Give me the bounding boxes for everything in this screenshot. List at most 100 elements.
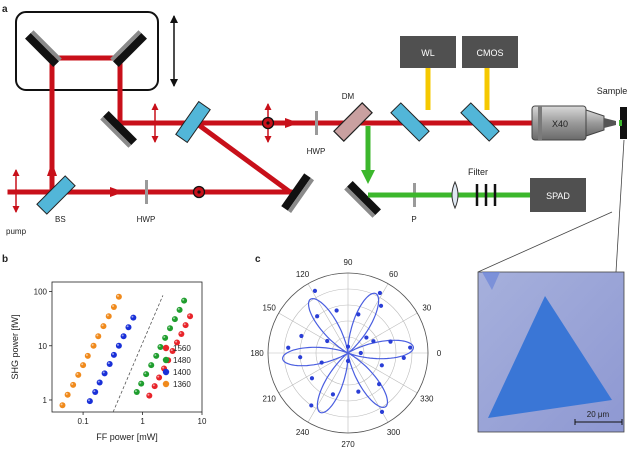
data-point (408, 345, 413, 350)
y-axis-label: SHG power [fW] (10, 314, 20, 379)
data-point-highlight (182, 298, 185, 301)
data-point-1480 (138, 380, 145, 387)
data-point-highlight (131, 315, 134, 318)
data-point-highlight (116, 294, 119, 297)
legend-marker-1360 (162, 380, 170, 388)
legend-label-1480: 1480 (173, 356, 191, 365)
data-point (401, 355, 406, 360)
wl-source-box (400, 36, 456, 68)
data-point-highlight (112, 305, 115, 308)
data-point-1360 (110, 303, 117, 310)
data-point (379, 363, 384, 368)
data-point-1360 (80, 362, 87, 369)
data-point (345, 344, 351, 349)
data-point (298, 355, 303, 360)
x-tick-label: 10 (198, 417, 207, 426)
zoom-line (615, 139, 625, 273)
wl-label: WL (421, 48, 435, 58)
data-point-highlight (179, 332, 182, 335)
data-point-highlight (107, 362, 110, 365)
legend-label-1400: 1400 (173, 368, 191, 377)
data-point-1400 (92, 389, 99, 396)
data-point-highlight (97, 380, 100, 383)
beam-splitter-icon (460, 102, 500, 142)
data-point-highlight (112, 352, 115, 355)
mirror-icon (25, 30, 62, 67)
legend-marker-1560 (162, 344, 170, 352)
fit-curve (281, 292, 415, 414)
data-point-1360 (64, 391, 71, 398)
data-point-1480 (171, 316, 178, 323)
data-point-highlight (144, 372, 147, 375)
data-point-highlight (163, 335, 166, 338)
data-point-highlight (101, 324, 104, 327)
data-point-1560 (156, 374, 163, 381)
beam-splitter-icon (390, 102, 430, 142)
x-tick-label: 0.1 (78, 417, 90, 426)
polar-grid (267, 272, 429, 434)
data-point-1360 (100, 323, 107, 330)
angle-tick-label: 0 (437, 349, 442, 358)
data-point-1560 (182, 322, 189, 329)
data-point-highlight (81, 363, 84, 366)
data-point-1400 (96, 379, 103, 386)
legend-marker-1480 (162, 356, 170, 364)
objective-label: X40 (552, 119, 568, 129)
crystal-flake (488, 296, 612, 418)
optical-setup: WL CMOS X40 Sample Filter SPAD pump BS H… (6, 11, 628, 273)
data-point-highlight (87, 399, 90, 402)
angle-tick-label: 240 (296, 428, 310, 437)
data-point-highlight (116, 343, 119, 346)
angle-tick-label: 210 (263, 395, 277, 404)
panel-label-b: b (2, 254, 8, 265)
data-point-highlight (134, 390, 137, 393)
data-point-1400 (120, 333, 127, 340)
polarizer-label: P (411, 215, 416, 224)
data-point-highlight (106, 314, 109, 317)
objective-lens-icon (531, 105, 616, 141)
sample-label: Sample (597, 86, 628, 96)
data-point-1400 (130, 314, 137, 321)
data-point (312, 288, 318, 293)
beam-splitter-icon (175, 100, 211, 144)
cmos-camera-box (462, 36, 518, 68)
data-point-1480 (181, 297, 188, 304)
cmos-label: CMOS (477, 48, 504, 58)
data-point-1360 (70, 381, 77, 388)
data-point-highlight (177, 307, 180, 310)
sample-holder (620, 107, 627, 139)
polar-spoke (307, 283, 349, 354)
data-point-1560 (187, 313, 194, 320)
angle-tick-label: 150 (263, 304, 277, 313)
x-axis-label: FF power [mW] (96, 432, 158, 442)
data-point (330, 392, 336, 397)
angle-tick-label: 300 (387, 428, 401, 437)
data-point-1560 (151, 383, 158, 390)
x-tick-label: 1 (140, 417, 145, 426)
data-point-highlight (188, 314, 191, 317)
data-point-highlight (168, 326, 171, 329)
data-point-1400 (110, 351, 117, 358)
data-point-highlight (162, 366, 165, 369)
spad-label: SPAD (546, 191, 570, 201)
data-point-highlight (175, 340, 178, 343)
polar-spoke (347, 352, 418, 394)
sample-spot (619, 120, 622, 126)
data-point (371, 339, 376, 344)
data-point (388, 339, 393, 344)
data-point-highlight (147, 393, 150, 396)
data-point-highlight (96, 334, 99, 337)
polar-outer-ring (267, 272, 429, 434)
data-point-highlight (126, 325, 129, 328)
data-point-highlight (157, 375, 160, 378)
y-tick-label: 100 (34, 288, 48, 297)
data-point (356, 389, 361, 394)
data-point-highlight (71, 382, 74, 385)
lens-icon (451, 180, 459, 210)
data-point-highlight (170, 349, 173, 352)
